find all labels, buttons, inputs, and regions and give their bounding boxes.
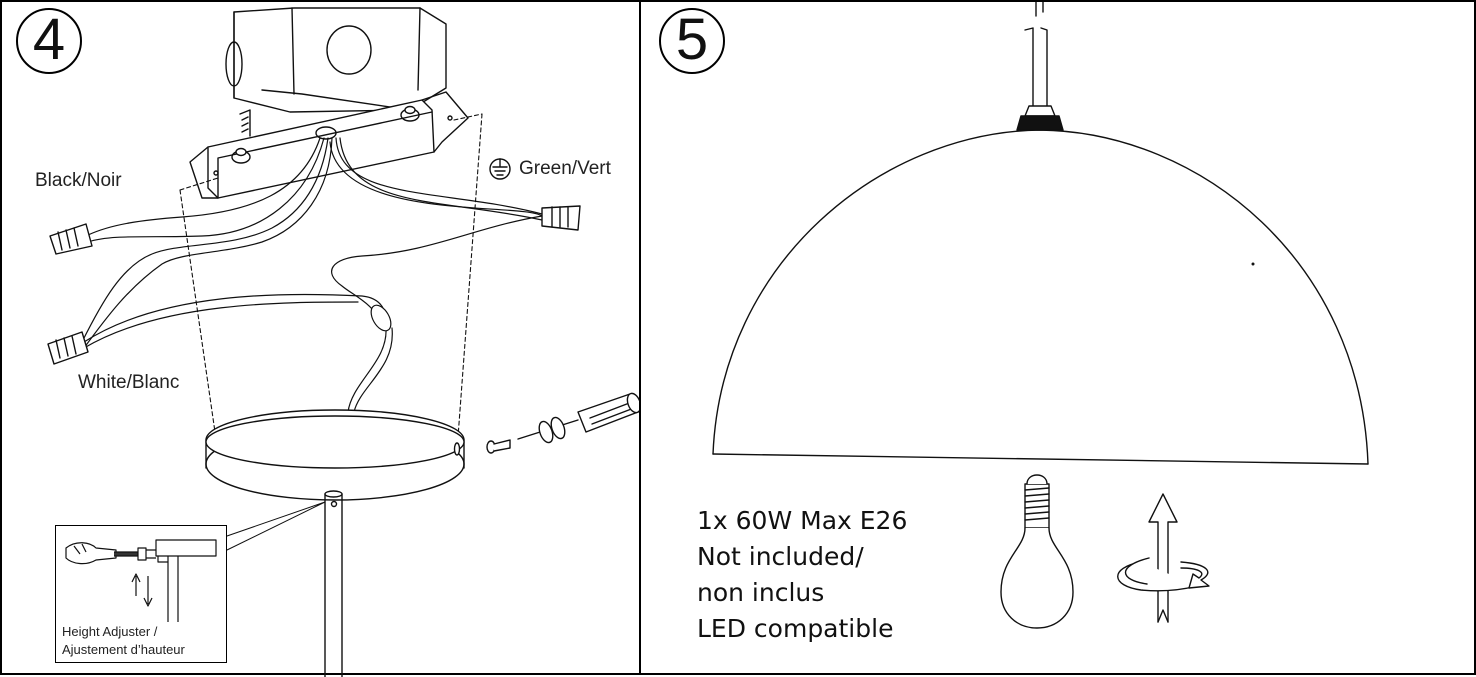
step-number-5: 5	[659, 8, 725, 74]
power-cord-icon	[1016, 2, 1064, 131]
installation-diagram-step-5	[712, 2, 1369, 629]
green-wire-label: Green/Vert	[519, 158, 611, 179]
installation-diagram-step-4	[47, 7, 642, 677]
bulb-specifications: 1x 60W Max E26 Not included/ non inclus …	[697, 503, 907, 647]
dome-shade-icon	[712, 129, 1369, 465]
height-adjuster-caption-line1: Height Adjuster /	[62, 624, 158, 639]
up-down-arrow-icon	[131, 573, 153, 607]
step-number-4: 4	[16, 8, 82, 74]
ground-symbol-icon	[489, 158, 511, 180]
spec-line-4: LED compatible	[697, 614, 894, 643]
canopy-icon	[205, 409, 465, 501]
height-adjuster-inset: Height Adjuster / Ajustement d’hauteur	[55, 525, 227, 663]
down-rod-icon	[324, 490, 343, 677]
step-5-panel: 5 1x 60W Max	[639, 0, 1476, 675]
rotate-arrow-icon	[1117, 493, 1210, 623]
screw-icon	[486, 439, 511, 454]
height-adjuster-caption-line2: Ajustement d’hauteur	[62, 642, 185, 657]
hand-icon	[65, 542, 117, 565]
spec-line-2: Not included/	[697, 542, 864, 571]
junction-box-icon	[225, 7, 447, 113]
light-bulb-icon	[1000, 474, 1074, 629]
spec-line-1: 1x 60W Max E26	[697, 506, 908, 535]
wire-nut-icon	[47, 205, 581, 365]
white-wire-label: White/Blanc	[78, 372, 180, 393]
black-wire-label: Black/Noir	[35, 170, 122, 191]
step-4-panel: 4	[0, 0, 642, 677]
screwdriver-icon	[517, 392, 642, 444]
spec-line-3: non inclus	[697, 578, 825, 607]
